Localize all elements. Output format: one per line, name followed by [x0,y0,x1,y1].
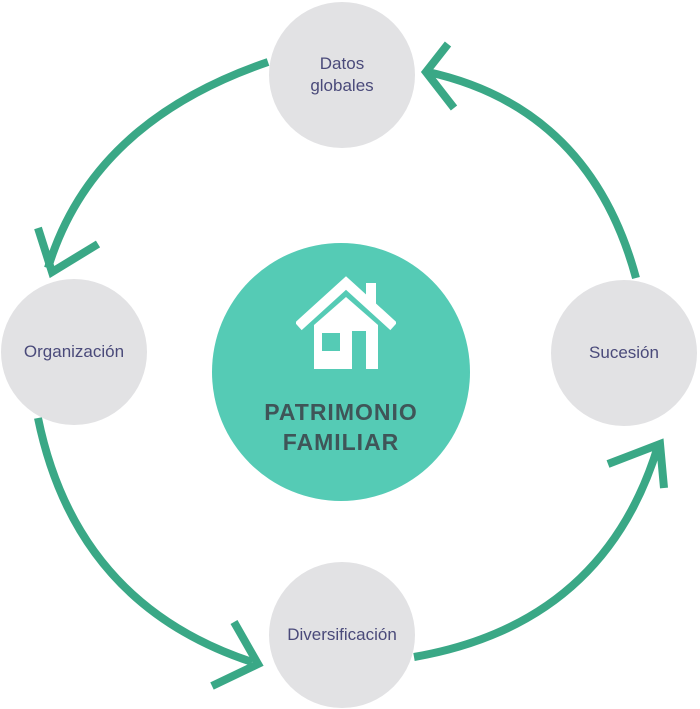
arrow-organizacion-to-diversificacion [34,417,254,666]
node-sucesion: Sucesión [551,280,697,426]
node-sucesion-label: Sucesión [589,343,659,362]
center-title-line-1: PATRIMONIO [264,399,418,425]
arrow-sucesion-to-datos [427,68,640,280]
node-organizacion: Organización [1,279,147,425]
center-title-line-2: FAMILIAR [282,429,400,455]
node-diversificacion-label: Diversificación [287,625,397,644]
node-datos-globales: Datos globales [269,2,415,148]
node-datos-globales-label: Datos globales [310,54,374,95]
arrow-diversificacion-to-sucesion [413,444,662,661]
arrowhead-datos [420,41,458,111]
node-organizacion-label: Organización [23,342,125,361]
center-circle: PATRIMONIO FAMILIAR [212,243,470,501]
arrow-datos-to-organizacion [44,58,270,270]
arrowhead-diversificacion [210,620,264,690]
node-diversificacion: Diversificación [269,562,415,708]
house-icon [296,276,396,369]
arrowhead-organizacion [34,226,101,279]
arrowhead-sucesion [606,438,668,489]
